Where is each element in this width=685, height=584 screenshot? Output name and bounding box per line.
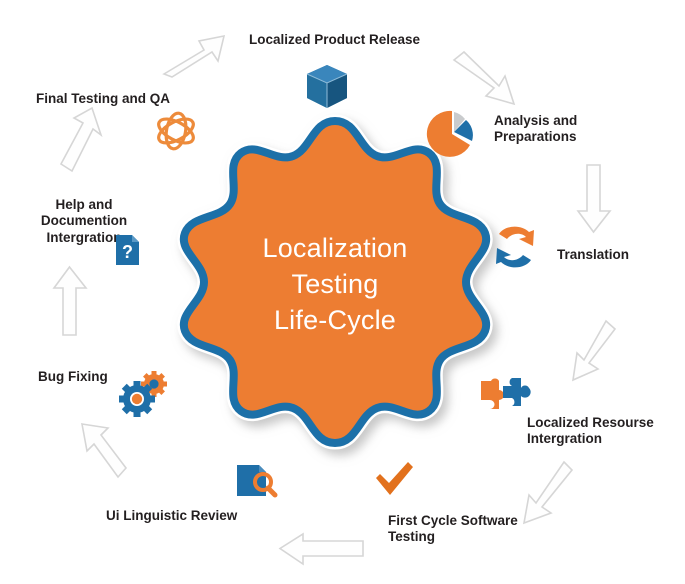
- document-magnifier-icon: [232, 460, 280, 504]
- svg-text:?: ?: [122, 242, 133, 262]
- arrow-down-left-lower: [520, 459, 576, 531]
- atom-orbit-icon: [152, 108, 200, 154]
- stage-label-translation: Translation: [557, 247, 630, 262]
- arrow-up-left-upper: [58, 105, 106, 179]
- arrow-up-left-side: [52, 264, 88, 338]
- stage-label-bug-fixing: Bug Fixing: [38, 369, 108, 384]
- pie-chart-icon: [426, 108, 480, 160]
- stage-label-localized-product-release: Localized Product Release: [249, 32, 421, 47]
- stage-label-first-cycle-software-testing: First Cycle Software Testing: [388, 513, 518, 545]
- orange-checkmark-icon: [370, 458, 418, 502]
- two-circular-arrows-icon: [489, 222, 541, 272]
- arrow-left-bottom: [277, 532, 367, 566]
- arrow-down-right-side: [576, 163, 612, 235]
- stage-label-localized-resourse-intergration: Localized Resourse Intergration: [527, 415, 654, 447]
- blue-cube-icon: [303, 62, 351, 112]
- arrow-down-right-top: [450, 50, 530, 112]
- puzzle-pieces-icon: [475, 372, 531, 420]
- gears-icon: [116, 368, 170, 418]
- stage-label-help-and-documention-intergration: Help and Documention Intergration: [40, 197, 128, 245]
- arrow-up-left-lower: [78, 420, 130, 482]
- arrow-down-left-right: [570, 318, 618, 388]
- stage-label-ui-linguistic-review: Ui Linguistic Review: [106, 508, 238, 523]
- stage-label-final-testing-and-qa: Final Testing and QA: [36, 91, 171, 106]
- stage-label-analysis-and-preparations: Analysis and Preparations: [494, 113, 578, 145]
- question-mark-document-icon: ?: [113, 232, 143, 268]
- arrow-up-right-top-left: [160, 30, 230, 80]
